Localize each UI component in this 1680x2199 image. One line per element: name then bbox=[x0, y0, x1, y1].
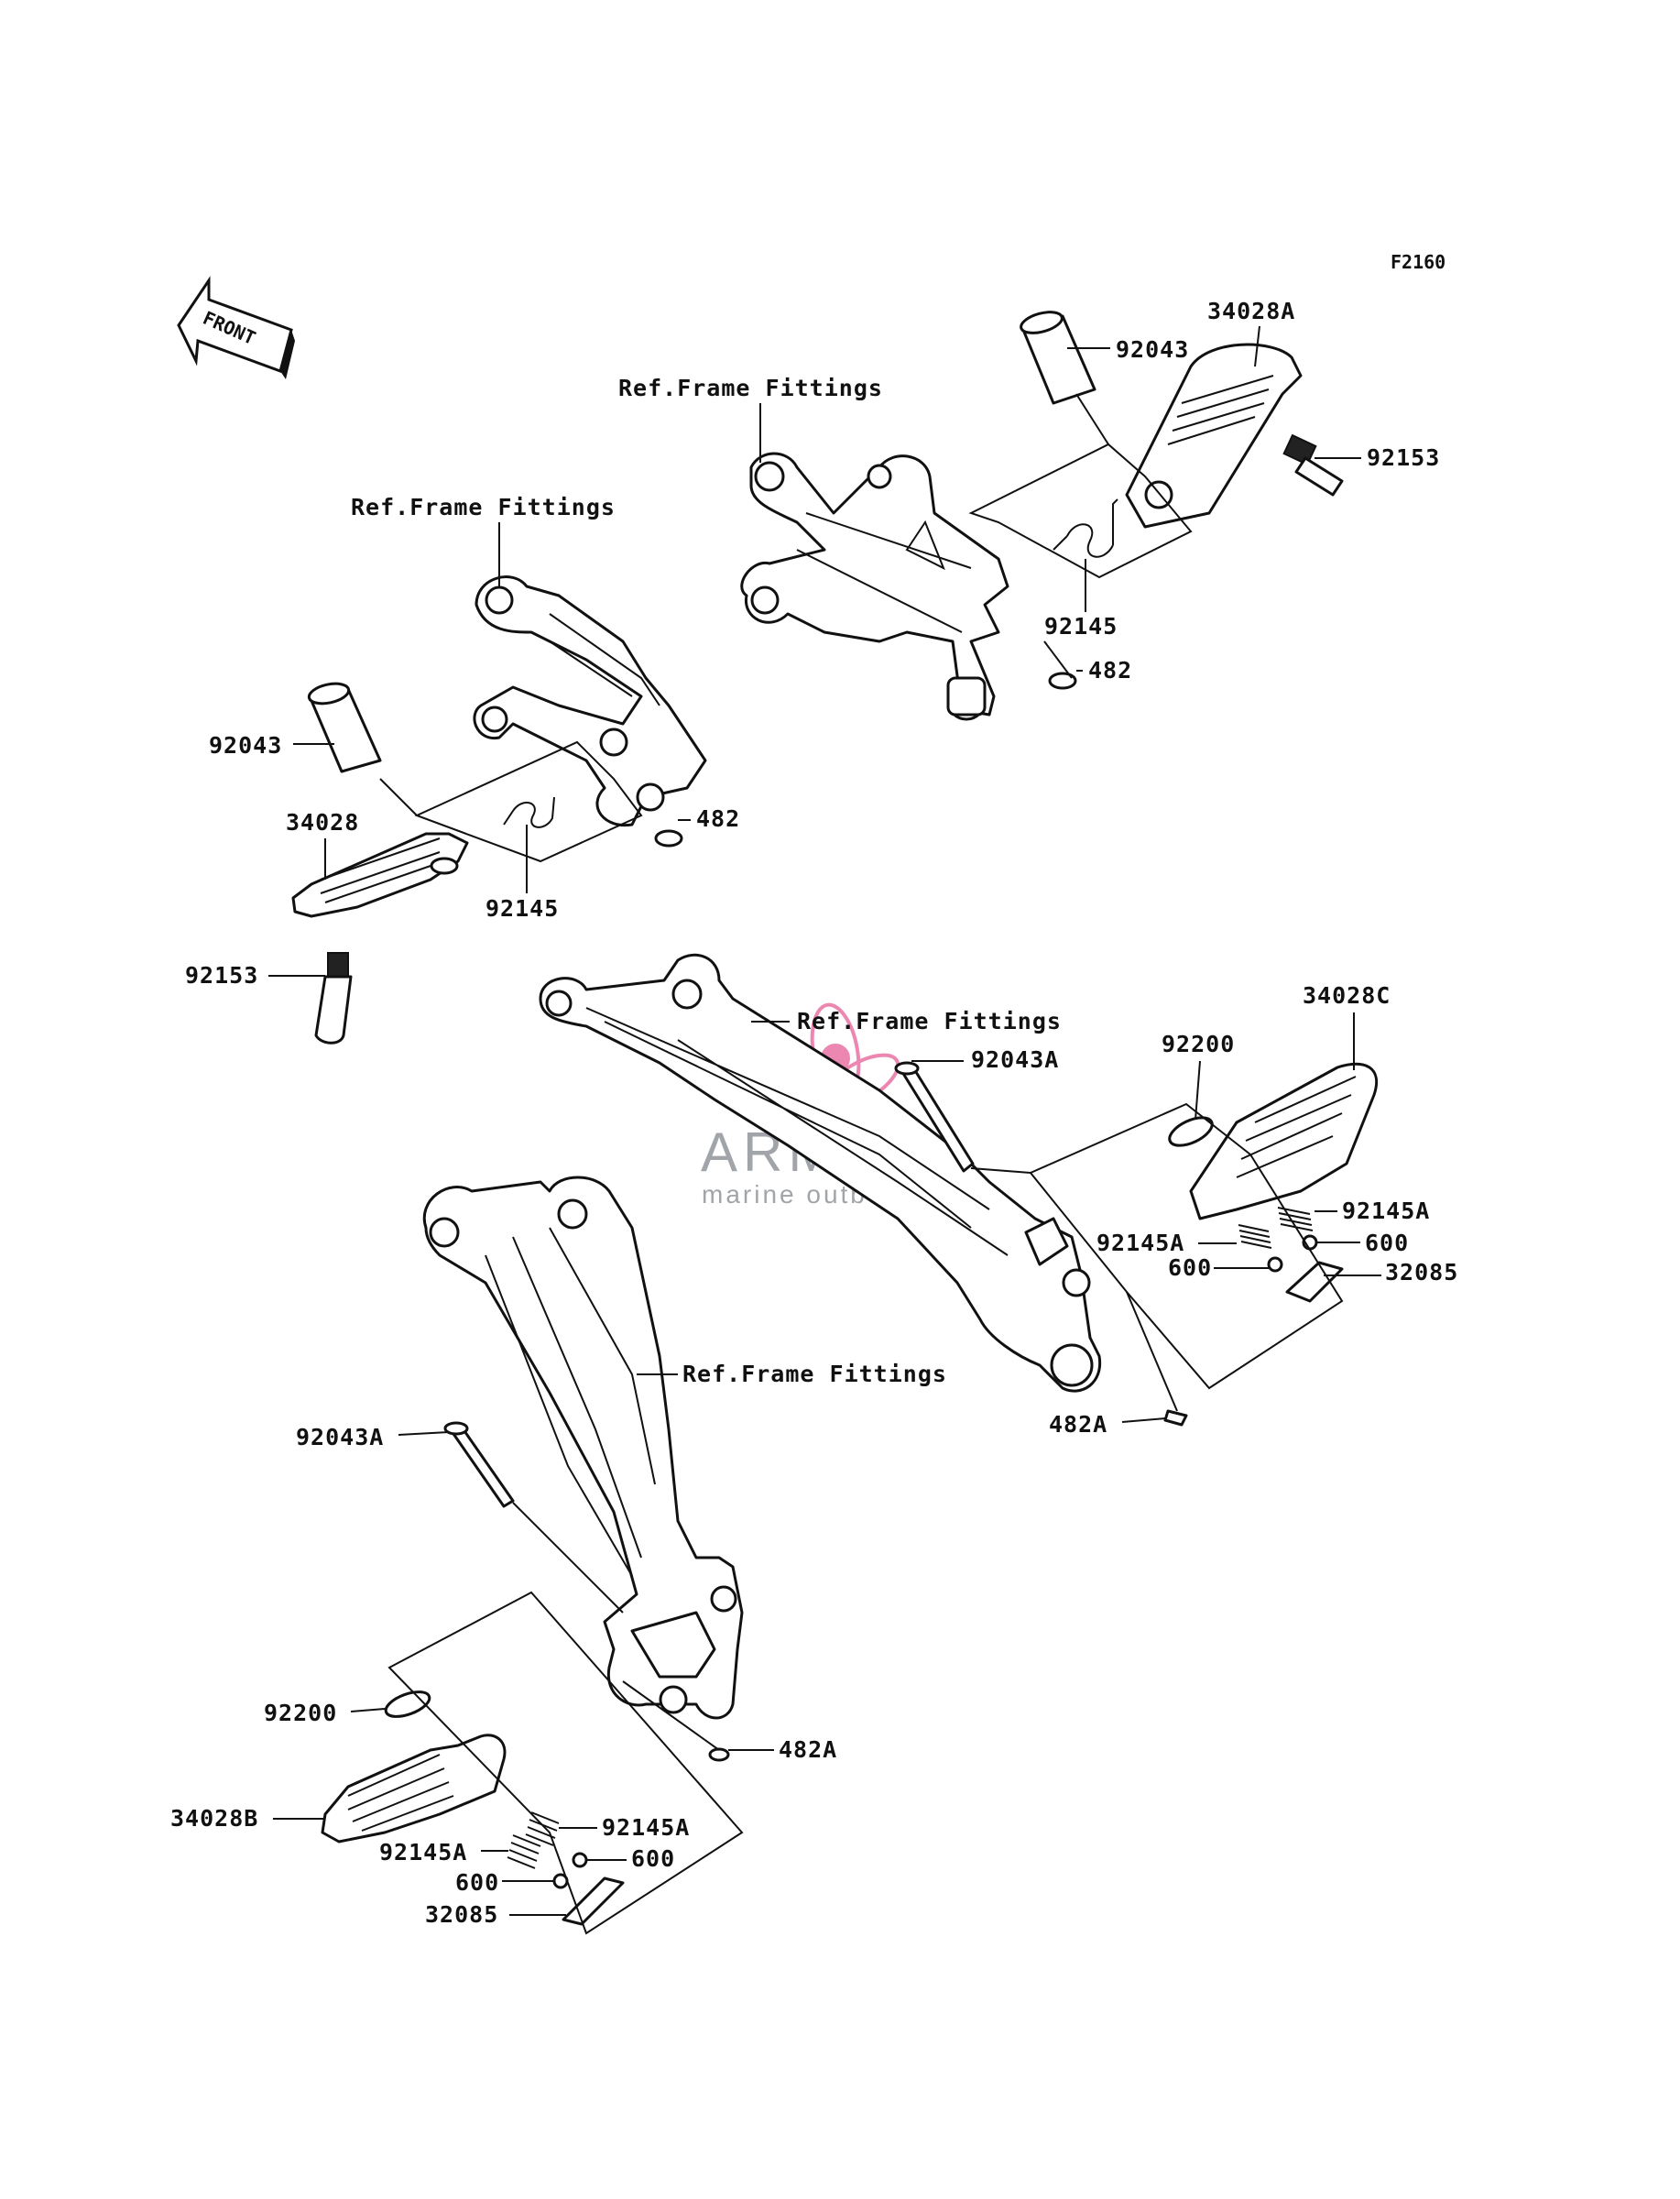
label-92043-right: 92043 bbox=[1116, 336, 1189, 363]
label-92200-left: 92200 bbox=[264, 1700, 337, 1726]
rear-left-bracket bbox=[422, 1176, 744, 1720]
label-600-right-2: 600 bbox=[1168, 1254, 1212, 1281]
upper-right-bracket bbox=[740, 452, 1009, 721]
label-ref-frame-fittings-middle: Ref.Frame Fittings bbox=[797, 1008, 1062, 1034]
label-32085-left: 32085 bbox=[425, 1901, 498, 1928]
clip-482A-left bbox=[708, 1747, 730, 1762]
label-600-left-2: 600 bbox=[631, 1845, 675, 1872]
upper-left-bracket bbox=[473, 575, 707, 827]
label-34028B: 34028B bbox=[170, 1805, 258, 1832]
label-92043A-left: 92043A bbox=[296, 1424, 384, 1450]
label-92145A-right-2: 92145A bbox=[1096, 1230, 1184, 1256]
label-92043A-right: 92043A bbox=[971, 1046, 1059, 1073]
label-92145A-left-1: 92145A bbox=[602, 1814, 690, 1841]
rear-right-bracket bbox=[539, 953, 1102, 1393]
label-92145A-left-2: 92145A bbox=[379, 1839, 467, 1865]
figure-code: F2160 bbox=[1391, 251, 1445, 273]
label-32085-right: 32085 bbox=[1385, 1259, 1458, 1285]
label-600-left-1: 600 bbox=[455, 1869, 499, 1896]
pin-92043-right bbox=[1020, 311, 1096, 405]
label-34028A: 34028A bbox=[1207, 298, 1295, 324]
label-600-right-1: 600 bbox=[1365, 1230, 1409, 1256]
ball-600-left-2 bbox=[572, 1852, 588, 1868]
label-92200-right: 92200 bbox=[1162, 1031, 1235, 1057]
label-92145-right: 92145 bbox=[1044, 613, 1118, 640]
label-ref-frame-fittings-upper-left: Ref.Frame Fittings bbox=[351, 494, 616, 520]
front-arrow-icon: FRONT bbox=[177, 276, 295, 379]
label-92043-left: 92043 bbox=[209, 732, 282, 759]
clip-482-right bbox=[1048, 672, 1077, 690]
washer-92200-right bbox=[1168, 1116, 1214, 1147]
label-482A-right: 482A bbox=[1049, 1411, 1107, 1438]
spring-92145-right bbox=[1053, 498, 1118, 558]
plate-32085-left bbox=[562, 1876, 625, 1926]
spring-92145A-left-1 bbox=[525, 1811, 560, 1846]
pin-92043-left bbox=[307, 682, 382, 773]
plate-32085-right bbox=[1285, 1261, 1344, 1303]
label-92153-left: 92153 bbox=[185, 962, 258, 989]
label-92153-right: 92153 bbox=[1367, 444, 1440, 471]
label-92145-left: 92145 bbox=[485, 895, 559, 922]
footpeg-34028C bbox=[1189, 1062, 1379, 1220]
label-92145A-right-1: 92145A bbox=[1342, 1198, 1430, 1224]
bolt-92153-right bbox=[1282, 433, 1344, 497]
assembly-box-rear-left bbox=[387, 1591, 744, 1935]
label-34028C: 34028C bbox=[1303, 982, 1391, 1009]
label-482A-left: 482A bbox=[779, 1736, 837, 1763]
footpeg-34028A bbox=[1125, 343, 1303, 529]
footpeg-34028B bbox=[321, 1734, 507, 1843]
ball-600-right-2 bbox=[1267, 1256, 1283, 1273]
clip-482-left bbox=[654, 829, 683, 848]
pin-92043A-left bbox=[443, 1421, 515, 1508]
bolt-92153-left bbox=[314, 952, 353, 1045]
clip-482A-right bbox=[1163, 1409, 1188, 1427]
label-482-left: 482 bbox=[696, 805, 740, 832]
label-ref-frame-fittings-lower: Ref.Frame Fittings bbox=[682, 1361, 947, 1387]
spring-92145A-right-1 bbox=[1277, 1207, 1314, 1231]
assembly-box-upper-left bbox=[414, 740, 643, 863]
spring-92145A-left-2 bbox=[507, 1834, 541, 1869]
label-ref-frame-fittings-upper-right: Ref.Frame Fittings bbox=[618, 375, 883, 401]
spring-92145A-right-2 bbox=[1238, 1224, 1272, 1249]
label-34028: 34028 bbox=[286, 809, 359, 836]
spring-92145-left bbox=[503, 796, 555, 828]
label-482-right: 482 bbox=[1088, 657, 1132, 684]
footpeg-34028 bbox=[291, 832, 469, 918]
pin-92043A-right bbox=[894, 1061, 975, 1173]
